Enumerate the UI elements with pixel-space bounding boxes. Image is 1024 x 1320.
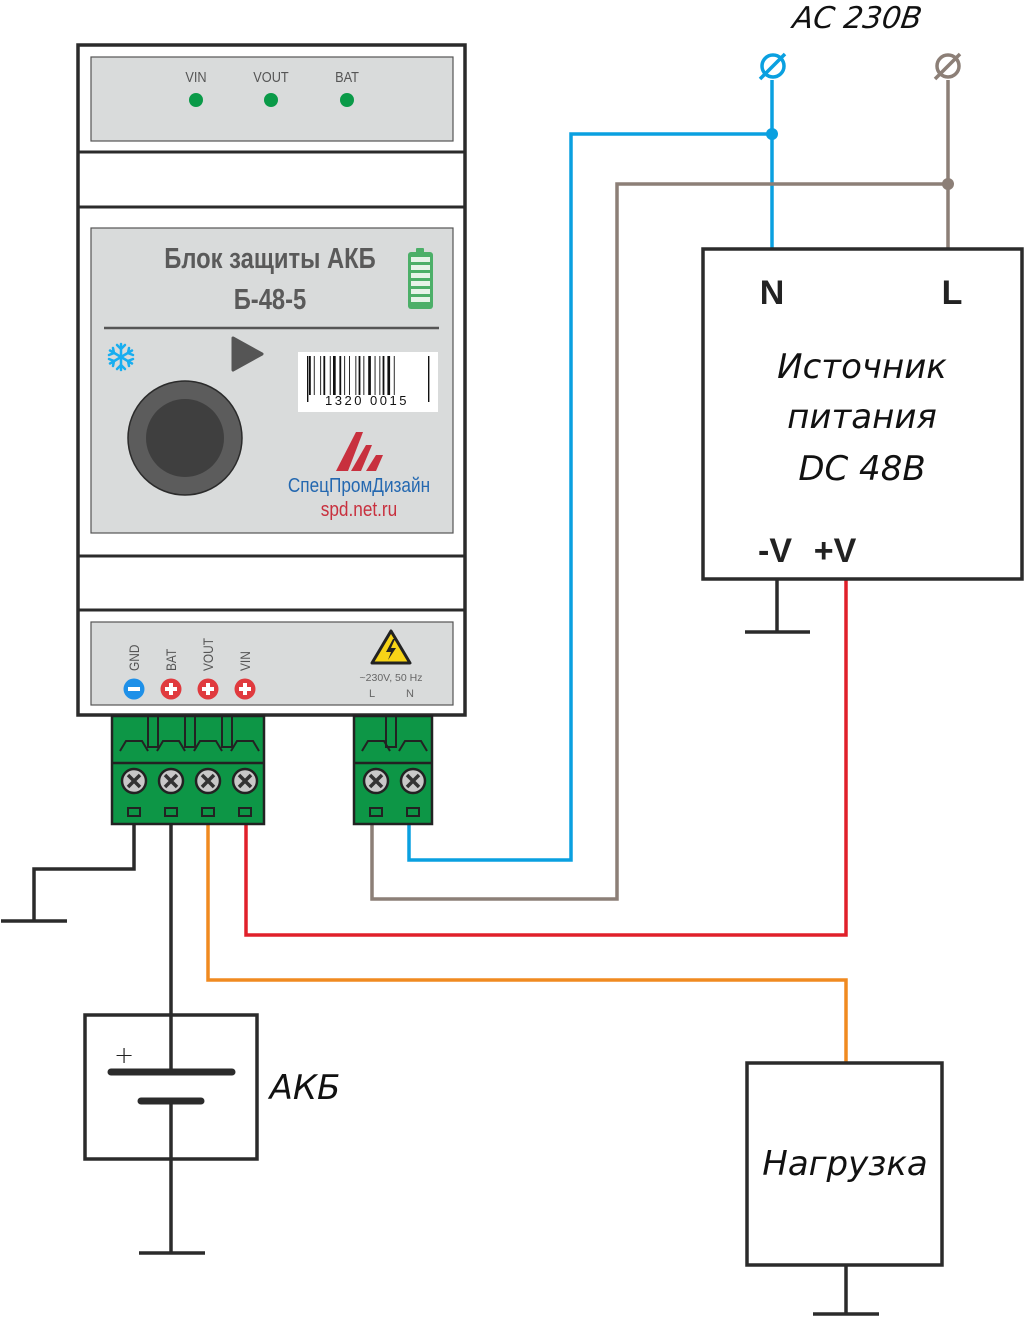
ac-source: AC 230В	[758, 1, 962, 81]
wire-gnd	[32, 822, 136, 921]
barcode-bar	[309, 356, 311, 395]
barcode-bar	[368, 356, 371, 395]
barcode-bar	[358, 356, 361, 395]
ac-source-label: AC 230В	[789, 1, 925, 36]
battery-plus-sign: +	[114, 1041, 134, 1069]
device: VIN VOUT BAT Блок защиты АКБ Б-48-5	[76, 43, 467, 826]
terminal-screw-icon[interactable]	[362, 767, 390, 795]
barcode-bar	[323, 356, 326, 395]
led-label-bat: BAT	[335, 68, 359, 85]
battery-full-icon	[408, 248, 433, 309]
minus-icon	[123, 678, 145, 700]
terminal-label-bat: BAT	[163, 649, 179, 671]
brand-name: СпецПромДизайн	[288, 474, 430, 497]
terminal-screw-icon[interactable]	[120, 767, 148, 795]
psu-label-line2: питания	[787, 397, 937, 437]
terminal-screw-icon[interactable]	[194, 767, 222, 795]
barcode-bar	[387, 356, 391, 395]
psu-label-line1: Источник	[777, 347, 947, 387]
terminal-labels: GND BAT VOUT VIN	[123, 638, 256, 700]
high-voltage-warning-icon	[370, 629, 412, 665]
junction-neutral	[766, 128, 778, 140]
device-model: Б-48-5	[234, 283, 307, 316]
wire-psu-plus-to-vin	[244, 580, 848, 937]
led-bat-indicator	[340, 93, 354, 107]
terminal-screw-icon[interactable]	[157, 767, 185, 795]
rotary-knob[interactable]	[127, 380, 243, 496]
barcode-bar	[393, 356, 395, 395]
mains-label-n: N	[406, 688, 414, 700]
led-label-vin: VIN	[185, 68, 206, 85]
load-box	[745, 1061, 944, 1267]
led-label-vout: VOUT	[253, 68, 289, 85]
wires	[1, 80, 954, 1072]
barcode-bar	[344, 356, 346, 395]
barcode-bar	[339, 356, 342, 395]
psu-terminal-minus: -V	[758, 532, 792, 570]
plus-icon	[234, 678, 256, 700]
led-vin-indicator	[189, 93, 203, 107]
snowflake-icon	[107, 342, 135, 372]
barcode-bar	[307, 356, 309, 402]
barcode-bar	[349, 356, 350, 395]
barcode-bar	[320, 356, 322, 395]
brand-logo-icon	[336, 432, 383, 471]
plus-icon	[160, 678, 182, 700]
barcode-bar	[363, 356, 365, 395]
mains-label-l: L	[369, 688, 375, 700]
barcode-bar	[382, 356, 385, 395]
terminal-block-dc	[110, 714, 266, 826]
brand-url: spd.net.ru	[321, 498, 397, 521]
terminal-label-gnd: GND	[126, 645, 142, 671]
terminal-block-ac	[352, 714, 434, 826]
led-bat: BAT	[335, 68, 359, 107]
led-vout-indicator	[264, 93, 278, 107]
junction-line	[942, 178, 954, 190]
mains-rating: ~230V, 50 Hz	[360, 672, 423, 684]
terminal-screw-icon[interactable]	[231, 767, 259, 795]
psu-terminal-plus: +V	[814, 532, 857, 570]
terminal-label-vout: VOUT	[200, 638, 216, 671]
barcode-bar	[313, 356, 315, 395]
barcode: 1320 0015	[298, 352, 438, 412]
led-vin: VIN	[185, 68, 207, 107]
power-supply-box	[701, 247, 1024, 581]
power-supply: N L Источник питания DC 48В -V +V	[701, 247, 1024, 581]
barcode-bar	[428, 356, 430, 402]
barcode-bar	[379, 356, 381, 395]
led-vout: VOUT	[253, 68, 289, 107]
barcode-number: 1320 0015	[325, 393, 409, 408]
terminal-label-vin: VIN	[237, 651, 253, 671]
barcode-bar	[329, 356, 331, 395]
battery: + АКБ	[83, 1013, 341, 1255]
terminal-neutral-icon	[758, 52, 787, 81]
wire-line-to-device	[370, 182, 948, 901]
play-button[interactable]	[231, 336, 264, 372]
barcode-bar	[355, 356, 357, 395]
plus-icon	[197, 678, 219, 700]
barcode-bar	[333, 356, 336, 395]
psu-terminal-n: N	[760, 274, 785, 312]
terminal-line-icon	[933, 52, 962, 81]
wire-vout-to-load	[206, 822, 848, 1062]
load-label: Нагрузка	[762, 1144, 927, 1184]
psu-label-line3: DC 48В	[798, 449, 925, 489]
barcode-bar	[374, 356, 376, 395]
load: Нагрузка	[745, 1061, 944, 1316]
battery-label: АКБ	[268, 1068, 341, 1108]
terminal-screw-icon[interactable]	[399, 767, 427, 795]
device-title: Блок защиты АКБ	[164, 242, 376, 275]
wire-neutral-to-device	[407, 132, 772, 862]
psu-terminal-l: L	[942, 274, 963, 312]
